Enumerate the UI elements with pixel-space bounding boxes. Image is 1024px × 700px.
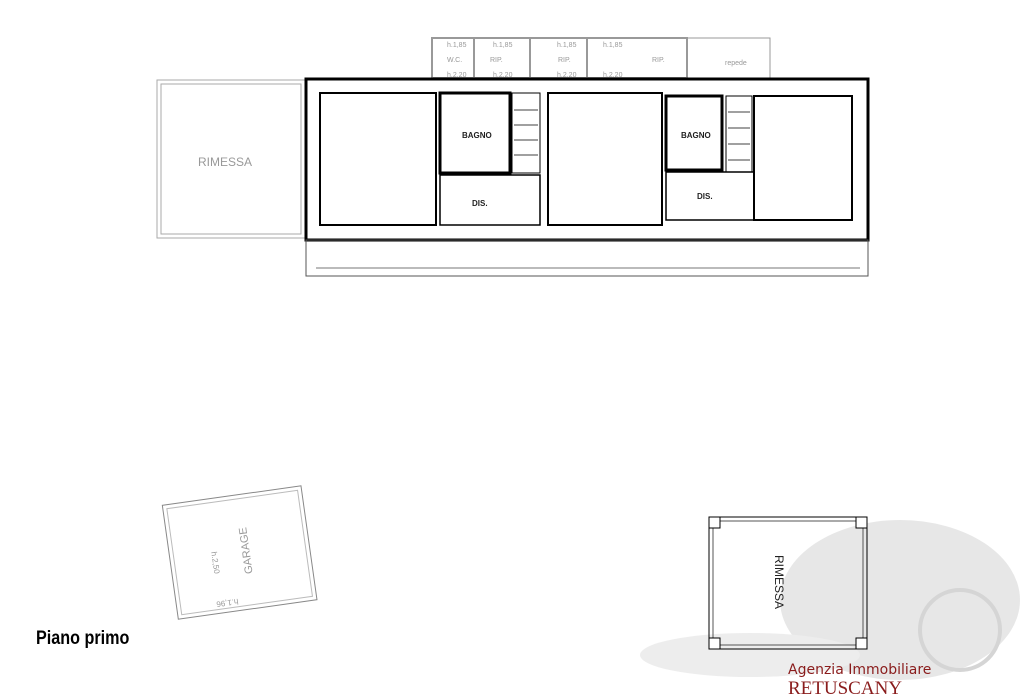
room-label: BAGNO (681, 131, 711, 140)
room-label: DIS. (472, 199, 488, 208)
annex-height: h.2.20 (603, 72, 623, 79)
agency-brand: RETUSCANY (788, 678, 903, 699)
room-label: RIMESSA (198, 155, 252, 169)
room-label: DIS. (697, 192, 713, 201)
floor-plan: h.1,85 h.1,85 h.1,85 h.1,85 W.C. RIP. RI… (156, 37, 1020, 680)
annex-height: h.1,85 (603, 42, 623, 49)
garage: GARAGE h.2,50 h.1,96 (161, 485, 318, 620)
annex-rip: RIP. (558, 57, 571, 64)
page-title: Piano primo (36, 628, 130, 649)
annex-height: h.2.20 (493, 72, 513, 79)
annex-repede: repede (725, 60, 747, 67)
room-label: GARAGE (237, 526, 255, 574)
annex-rip: RIP. (652, 57, 665, 64)
annex-rip: RIP. (490, 57, 503, 64)
watermark-logo (640, 520, 1020, 680)
main-building (304, 77, 870, 277)
annex-wc: W.C. (447, 57, 462, 64)
annex-height: h.1,85 (447, 42, 467, 49)
annex-rooms (431, 37, 771, 79)
rimessa-right (708, 516, 868, 650)
annex-height: h.1,85 (557, 42, 577, 49)
garage-height: h.1,96 (215, 597, 239, 609)
room-label: RIMESSA (772, 555, 786, 609)
garage-height: h.2,50 (209, 551, 221, 575)
agency-watermark: Agenzia Immobiliare RETUSCANY (788, 662, 1024, 700)
annex-height: h.2.20 (557, 72, 577, 79)
annex-height: h.1,85 (493, 42, 513, 49)
annex-height: h.2.20 (447, 72, 467, 79)
room-label: BAGNO (462, 131, 492, 140)
agency-name: Agenzia Immobiliare (788, 662, 932, 678)
